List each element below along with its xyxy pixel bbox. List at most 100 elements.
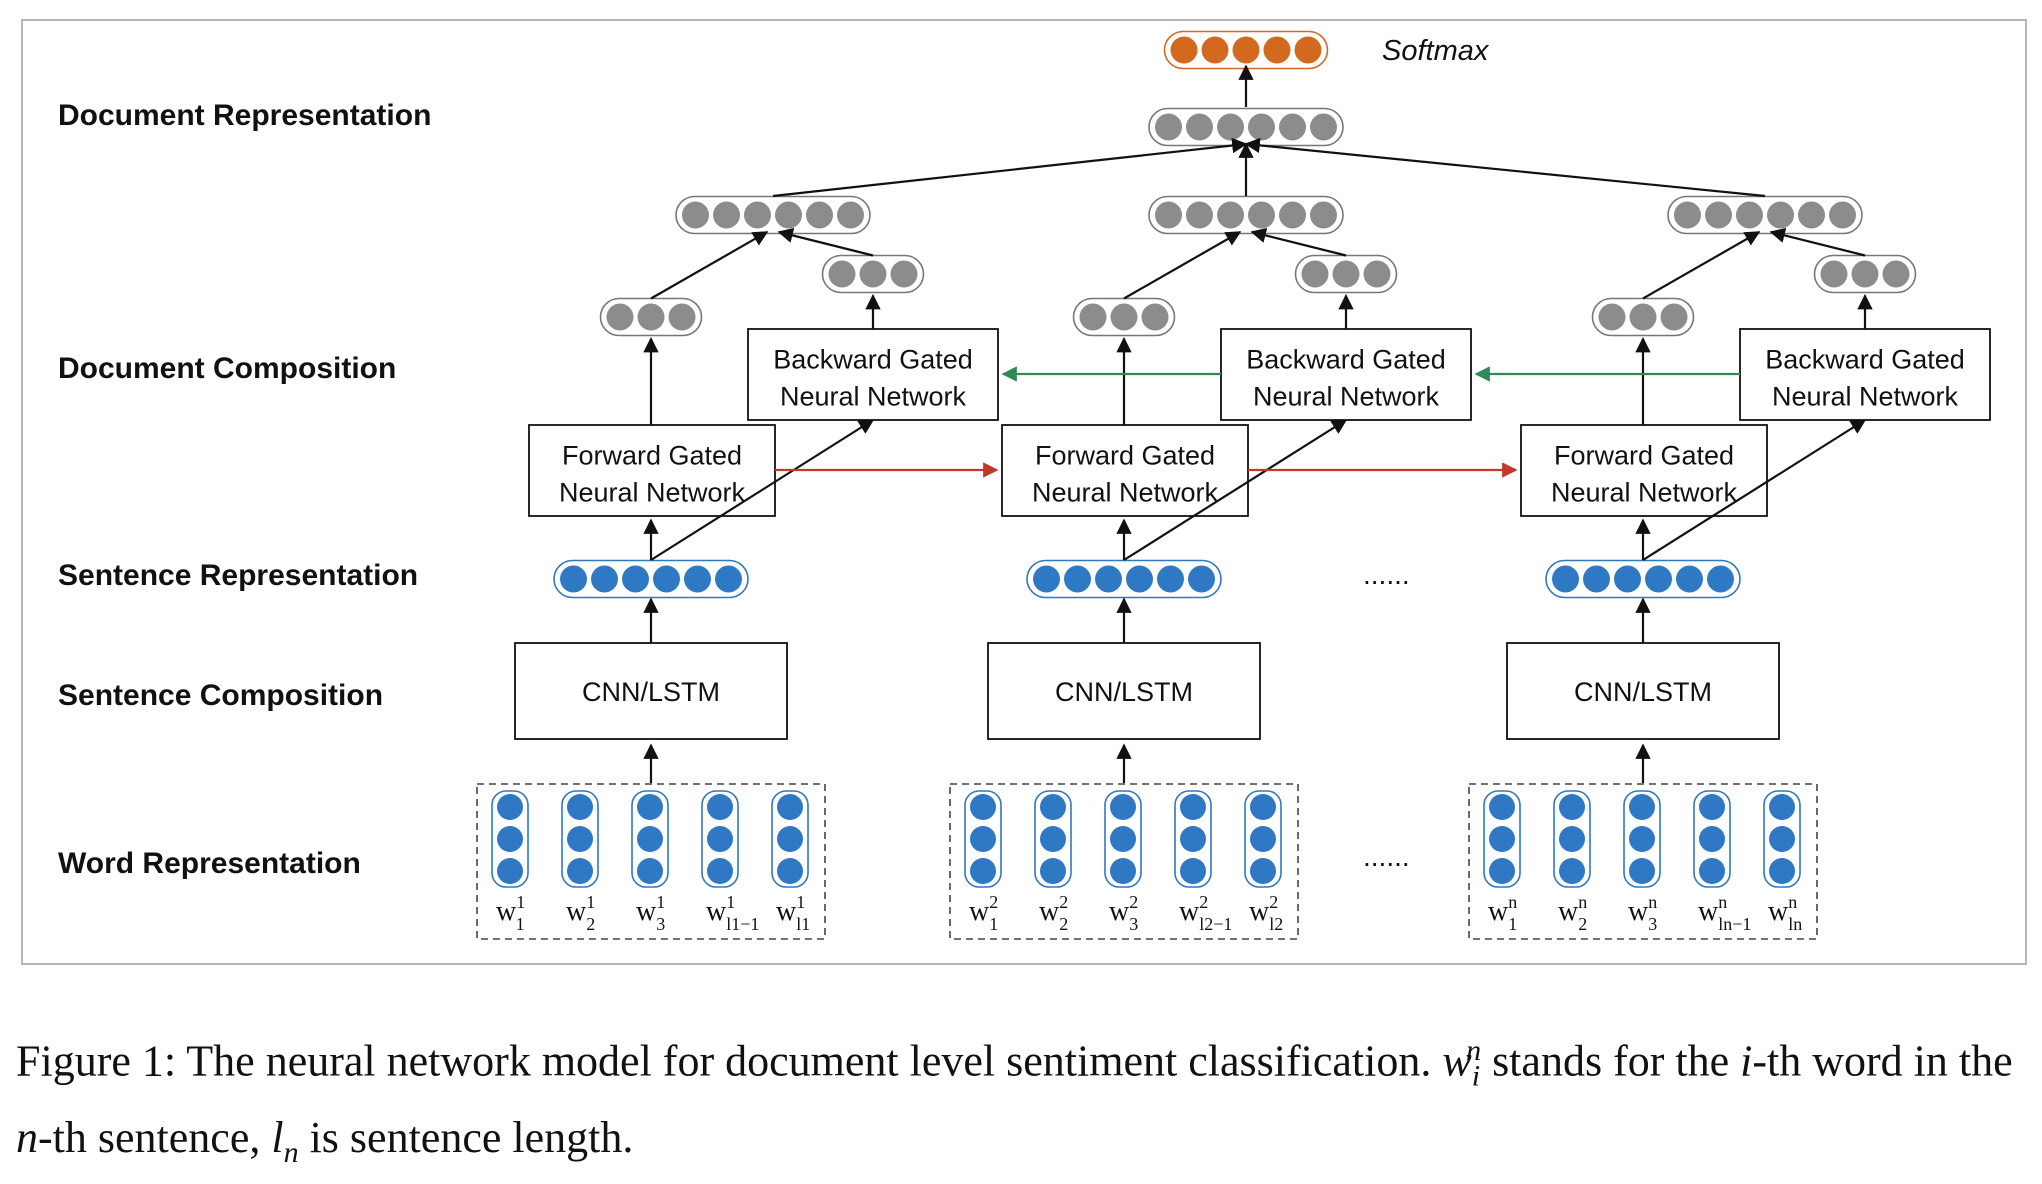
node	[1188, 565, 1215, 593]
node	[777, 794, 803, 820]
softmax-label: Softmax	[1382, 35, 1490, 67]
sentence-vector	[1545, 559, 1741, 599]
node	[859, 260, 887, 288]
node	[637, 303, 665, 331]
node	[777, 858, 803, 884]
node	[1250, 826, 1276, 852]
node	[715, 565, 742, 593]
node	[560, 565, 587, 593]
node	[1332, 260, 1360, 288]
node	[1155, 201, 1182, 229]
node	[1279, 201, 1306, 229]
sentence-concat-vector	[675, 195, 871, 235]
node	[1489, 794, 1515, 820]
node	[1798, 201, 1825, 229]
node	[1040, 826, 1066, 852]
cnn-lstm-box: CNN/LSTM	[1506, 642, 1780, 740]
arrow-sentence-to-backward	[650, 419, 875, 561]
label-document-representation: Document Representation	[58, 99, 431, 132]
node	[1363, 260, 1391, 288]
svg-text:Neural Network: Neural Network	[559, 478, 746, 508]
node	[1180, 826, 1206, 852]
node	[682, 201, 709, 229]
arrow-sentence-to-backward	[1642, 419, 1867, 561]
node	[497, 794, 523, 820]
svg-text:Backward Gated: Backward Gated	[773, 345, 973, 375]
node	[1294, 36, 1322, 64]
node	[744, 201, 771, 229]
svg-text:CNN/LSTM: CNN/LSTM	[1574, 677, 1712, 707]
softmax-output-vector	[1163, 30, 1329, 70]
arrow-forward-hidden-to-concat	[1642, 231, 1761, 300]
node	[1248, 113, 1275, 141]
architecture-diagram: Document Representation Document Composi…	[21, 19, 2027, 965]
cnn-lstm-box: CNN/LSTM	[514, 642, 788, 740]
label-document-composition: Document Composition	[58, 352, 396, 385]
word-vector	[1693, 790, 1731, 888]
cnn-lstm-box: CNN/LSTM	[987, 642, 1261, 740]
word-vector	[1174, 790, 1212, 888]
node	[1201, 36, 1229, 64]
node	[668, 303, 696, 331]
node	[1676, 565, 1703, 593]
word-vector	[1623, 790, 1661, 888]
node	[1232, 36, 1260, 64]
node	[1705, 201, 1732, 229]
node	[1699, 858, 1725, 884]
node	[777, 826, 803, 852]
svg-text:Neural Network: Neural Network	[1032, 478, 1219, 508]
node	[1250, 794, 1276, 820]
figure-frame	[21, 19, 2027, 965]
node	[1629, 303, 1657, 331]
node	[1157, 565, 1184, 593]
node	[828, 260, 856, 288]
node	[707, 858, 733, 884]
node	[1614, 565, 1641, 593]
node	[1033, 565, 1060, 593]
node	[806, 201, 833, 229]
node	[1489, 858, 1515, 884]
svg-text:Neural Network: Neural Network	[780, 382, 967, 412]
node	[1217, 201, 1244, 229]
svg-text:Neural Network: Neural Network	[1253, 382, 1440, 412]
arrow-forward-hidden-to-concat	[1123, 231, 1242, 300]
sentence-concat-vector	[1667, 195, 1863, 235]
word-vector	[631, 790, 669, 888]
node	[1882, 260, 1910, 288]
node	[1645, 565, 1672, 593]
sentence-vector	[553, 559, 749, 599]
node	[606, 303, 634, 331]
node	[1660, 303, 1688, 331]
node	[653, 565, 680, 593]
node	[1217, 113, 1244, 141]
ellipsis-sentence-representation: ......	[1363, 559, 1410, 590]
label-sentence-representation: Sentence Representation	[58, 559, 418, 592]
forward-hidden-vector	[1591, 297, 1695, 337]
svg-text:Backward Gated: Backward Gated	[1246, 345, 1446, 375]
node	[1110, 303, 1138, 331]
svg-text:CNN/LSTM: CNN/LSTM	[1055, 677, 1193, 707]
node	[1170, 36, 1198, 64]
word-vector	[771, 790, 809, 888]
node	[970, 794, 996, 820]
node	[1310, 113, 1337, 141]
svg-text:Forward Gated: Forward Gated	[1554, 441, 1734, 471]
word-vector	[964, 790, 1002, 888]
node	[591, 565, 618, 593]
arrow-backward-hidden-to-concat	[1769, 227, 1866, 257]
node	[684, 565, 711, 593]
sentence-vector	[1026, 559, 1222, 599]
word-vector	[491, 790, 529, 888]
